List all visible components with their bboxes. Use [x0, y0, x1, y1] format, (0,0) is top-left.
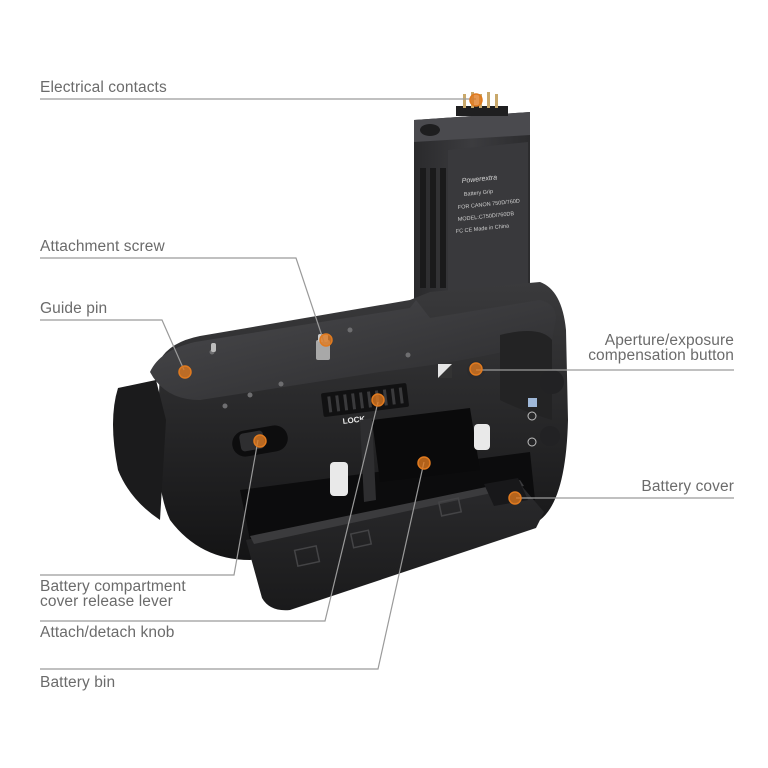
label-battery-bin: Battery bin: [40, 674, 116, 691]
marker-attach-knob: [371, 393, 385, 407]
leader-release-lever: [40, 439, 259, 576]
svg-text:Battery Grip: Battery Grip: [464, 189, 494, 198]
label-guide-pin: Guide pin: [40, 300, 108, 317]
svg-text:MODEL:C750D/760DB: MODEL:C750D/760DB: [458, 211, 515, 223]
leader-guide-pin: [40, 319, 185, 371]
marker-attachment-screw: [319, 333, 333, 347]
label-attach-knob: Attach/detach knob: [40, 624, 175, 641]
label-battery-cover: Battery cover: [641, 478, 734, 495]
label-aperture-line1: Aperture/exposure: [604, 332, 734, 349]
label-aperture-line2: compensation button: [588, 347, 734, 364]
label-attachment-screw: Attachment screw: [40, 238, 165, 255]
callout-markers: [178, 93, 522, 505]
battery-bin-interior: [240, 408, 535, 540]
leader-attach-knob: [40, 401, 379, 622]
leader-battery-bin: [40, 461, 425, 670]
svg-text:FC CE Made in China: FC CE Made in China: [456, 223, 511, 235]
label-release-lever-line1: Battery compartment: [40, 578, 186, 595]
label-electrical-contacts: Electrical contacts: [40, 79, 167, 96]
marker-electrical-contacts: [469, 93, 483, 107]
marker-battery-cover: [508, 491, 522, 505]
marker-guide-pin: [178, 365, 192, 379]
marker-release-lever: [253, 434, 267, 448]
leader-attachment-screw: [40, 257, 325, 343]
marker-aperture-button: [469, 362, 483, 376]
callout-lines: [40, 98, 734, 670]
label-release-lever-line2: cover release lever: [40, 593, 173, 610]
battery-cover-door: [246, 478, 544, 611]
battery-insert-tab: Powerextra Battery Grip FOR CANON 750D/7…: [414, 92, 530, 318]
svg-text:LOCK: LOCK: [342, 414, 366, 426]
svg-text:Powerextra: Powerextra: [461, 174, 497, 185]
marker-battery-bin: [417, 456, 431, 470]
